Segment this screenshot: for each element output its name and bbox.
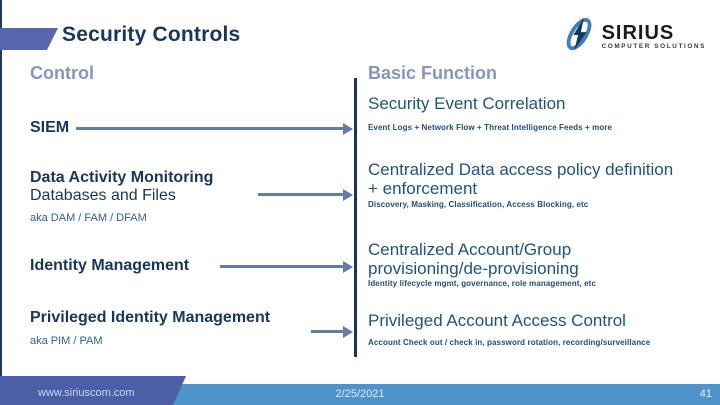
control-item-aka-dam: aka DAM / FAM / DFAM [30, 212, 147, 224]
function-item-centralized-data-access-policy: Centralized Data access policy definitio… [368, 160, 674, 198]
control-item-label: Data Activity Monitoring [30, 169, 214, 186]
logo-tagline: COMPUTER SOLUTIONS [601, 42, 706, 50]
flow-arrow-privileged-identity-management [311, 325, 353, 338]
control-item-data-activity-monitoring: Data Activity Monitoring Databases and F… [30, 169, 213, 205]
lightning-bolt-icon [561, 14, 599, 59]
flow-arrow-identity-management [220, 260, 353, 273]
function-item-account-group-provisioning: Centralized Account/Group provisioning/d… [368, 240, 579, 278]
footer-website-link[interactable]: www.siriuscom.com [38, 387, 135, 399]
flow-arrow-dam [258, 188, 353, 201]
function-detail-privileged-account-access-control: Account Check out / check in, password r… [368, 338, 651, 347]
control-item-sublabel: Databases and Files [30, 187, 176, 204]
title-accent-parallelogram [0, 28, 58, 50]
function-detail-centralized-data-access-policy: Discovery, Masking, Classification, Acce… [368, 200, 589, 209]
logo-brand-name: SIRIUS [601, 21, 675, 44]
control-item-privileged-identity-management: Privileged Identity Management [30, 309, 271, 326]
footer-page-number: 41 [699, 388, 712, 400]
column-header-control: Control [30, 63, 94, 83]
page-title: Security Controls [62, 23, 241, 46]
column-divider [354, 78, 357, 357]
column-header-basic-function: Basic Function [368, 63, 498, 83]
flow-arrow-siem [76, 122, 353, 135]
function-item-privileged-account-access-control: Privileged Account Access Control [368, 311, 626, 330]
left-edge-accent [0, 0, 2, 377]
sirius-logo: SIRIUS COMPUTER SOLUTIONS [561, 14, 706, 59]
control-item-siem: SIEM [30, 119, 70, 136]
logo-text: SIRIUS COMPUTER SOLUTIONS [602, 23, 706, 50]
function-item-security-event-correlation: Security Event Correlation [368, 94, 566, 113]
footer-date: 2/25/2021 [335, 388, 385, 400]
control-item-aka-pim: aka PIM / PAM [30, 335, 103, 347]
footer-website-parallelogram [0, 376, 186, 405]
function-detail-security-event-correlation: Event Logs + Network Flow + Threat Intel… [368, 123, 613, 132]
control-item-identity-management: Identity Management [30, 257, 190, 274]
function-detail-account-group-provisioning: Identity lifecycle mgmt, governance, rol… [368, 279, 596, 288]
